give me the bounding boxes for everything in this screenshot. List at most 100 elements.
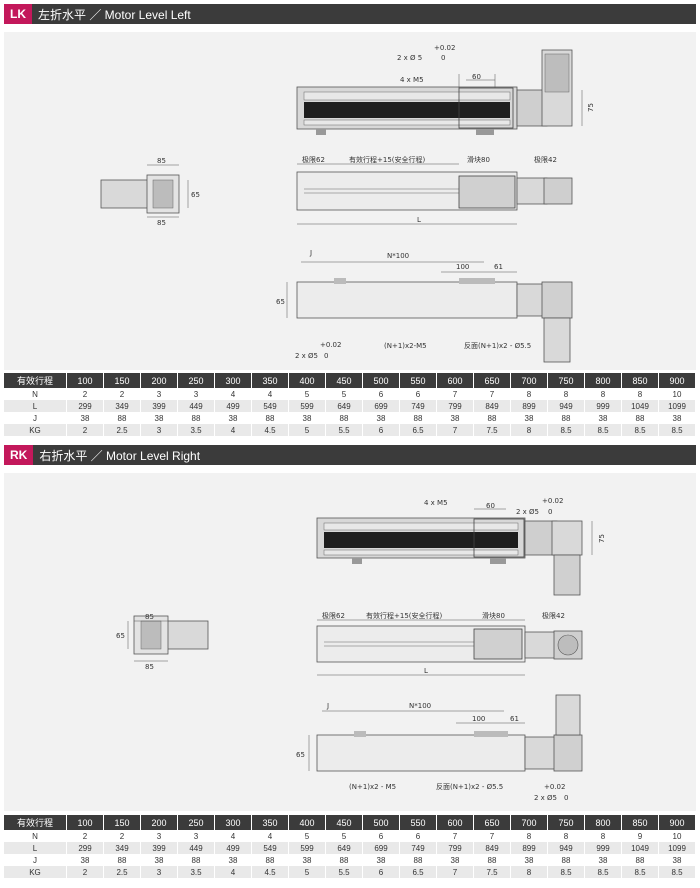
table-cell: 8.5 — [584, 866, 622, 878]
table-cell: 8 — [584, 830, 622, 842]
table-cell: 850 — [621, 373, 659, 388]
table-cell: 649 — [325, 400, 363, 412]
table-cell: 850 — [621, 815, 659, 830]
dimension-label: 极限62 — [322, 611, 345, 620]
table-cell: 7.5 — [473, 866, 511, 878]
table-cell: 449 — [177, 842, 215, 854]
section-code: RK — [4, 445, 34, 465]
table-cell: KG — [4, 866, 67, 878]
table-cell: 4 — [251, 388, 289, 400]
table-cell: 8 — [510, 866, 548, 878]
table-cell: 38 — [66, 412, 104, 424]
table-cell: 749 — [399, 400, 437, 412]
table-cell: 400 — [288, 373, 326, 388]
table-cell: 649 — [325, 842, 363, 854]
dimension-label: 85 — [157, 157, 166, 165]
table-cell: 200 — [140, 815, 178, 830]
table-cell: 4.5 — [251, 866, 289, 878]
table-cell: 8.5 — [621, 424, 659, 436]
table-cell: 7.5 — [473, 424, 511, 436]
dimension-label: +0.02 — [542, 497, 563, 505]
dimension-label: 61 — [494, 263, 503, 271]
table-cell: 2 — [66, 388, 104, 400]
table-cell: 2 — [66, 866, 104, 878]
table-cell: 88 — [325, 854, 363, 866]
table-cell: 38 — [140, 412, 178, 424]
dimension-label: J — [309, 249, 312, 257]
dimension-label: +0.02 — [320, 341, 341, 349]
table-cell: 有效行程 — [4, 815, 67, 830]
table-cell: L — [4, 400, 67, 412]
table-cell: 250 — [177, 373, 215, 388]
table-cell: 88 — [103, 412, 141, 424]
rk-top-view: 4 x M5 60 +0.02 2 x Ø5 0 75 — [316, 497, 606, 596]
lk-top-view: +0.02 2 x Ø 5 0 4 x M5 60 75 — [296, 44, 595, 135]
table-cell: 8 — [510, 388, 548, 400]
table-cell: 599 — [288, 400, 326, 412]
table-cell: 250 — [177, 815, 215, 830]
table-cell: 有效行程 — [4, 373, 67, 388]
table-cell: 699 — [362, 400, 400, 412]
table-cell: 5 — [288, 866, 326, 878]
table-cell: 38 — [658, 412, 696, 424]
table-cell: 3 — [140, 424, 178, 436]
dimension-label: 75 — [598, 534, 606, 543]
table-cell: 6.5 — [399, 866, 437, 878]
table-cell: 10 — [658, 388, 696, 400]
table-cell: 38 — [362, 854, 400, 866]
table-cell: 6 — [362, 424, 400, 436]
lk-technical-drawing: +0.02 2 x Ø 5 0 4 x M5 60 75 85 85 65 — [100, 44, 595, 363]
table-cell: 7 — [436, 388, 474, 400]
table-cell: N — [4, 388, 67, 400]
dimension-label: 极限62 — [302, 155, 325, 164]
table-cell: 500 — [362, 815, 400, 830]
table-cell: 7 — [473, 830, 511, 842]
table-cell: 88 — [547, 412, 585, 424]
table-cell: 8 — [510, 424, 548, 436]
table-cell: 700 — [510, 373, 548, 388]
dimension-label: 有效行程+15(安全行程) — [366, 611, 443, 620]
table-cell: 9 — [621, 830, 659, 842]
section-header-lk: LK 左折水平 ／ Motor Level Left — [4, 4, 696, 24]
table-cell: 3 — [140, 388, 178, 400]
table-cell: 450 — [325, 373, 363, 388]
table-cell: 2.5 — [103, 424, 141, 436]
table-cell: 6.5 — [399, 424, 437, 436]
table-cell: 5.5 — [325, 866, 363, 878]
rk-front-view: 极限62 有效行程+15(安全行程) 滑块80 极限42 L — [316, 611, 583, 676]
table-cell: 4 — [214, 830, 252, 842]
dimension-label: 滑块80 — [482, 611, 505, 620]
table-cell: 399 — [140, 400, 178, 412]
dimension-label: 85 — [145, 663, 154, 671]
section-title: 左折水平 ／ Motor Level Left — [38, 7, 191, 22]
table-cell: 899 — [510, 842, 548, 854]
table-cell: 38 — [288, 854, 326, 866]
table-cell: 4 — [214, 866, 252, 878]
table-cell: 6 — [399, 830, 437, 842]
table-cell: 949 — [547, 400, 585, 412]
table-cell: 349 — [103, 842, 141, 854]
table-cell: 88 — [399, 854, 437, 866]
section-title: 右折水平 ／ Motor Level Right — [39, 448, 201, 463]
table-cell: 1049 — [621, 842, 659, 854]
table-cell: 38 — [288, 412, 326, 424]
table-cell: 450 — [325, 815, 363, 830]
table-cell: 7 — [436, 424, 474, 436]
table-cell: 2 — [66, 424, 104, 436]
table-cell: 2 — [66, 830, 104, 842]
table-cell: N — [4, 830, 67, 842]
table-cell: 6 — [362, 866, 400, 878]
table-cell: 1049 — [621, 400, 659, 412]
table-cell: 150 — [103, 373, 141, 388]
table-cell: 350 — [251, 815, 289, 830]
table-cell: 10 — [658, 830, 696, 842]
table-cell: KG — [4, 424, 67, 436]
table-cell: 150 — [103, 815, 141, 830]
table-cell: 8.5 — [658, 866, 696, 878]
table-cell: 8.5 — [547, 424, 585, 436]
dimension-label: 60 — [472, 73, 481, 81]
